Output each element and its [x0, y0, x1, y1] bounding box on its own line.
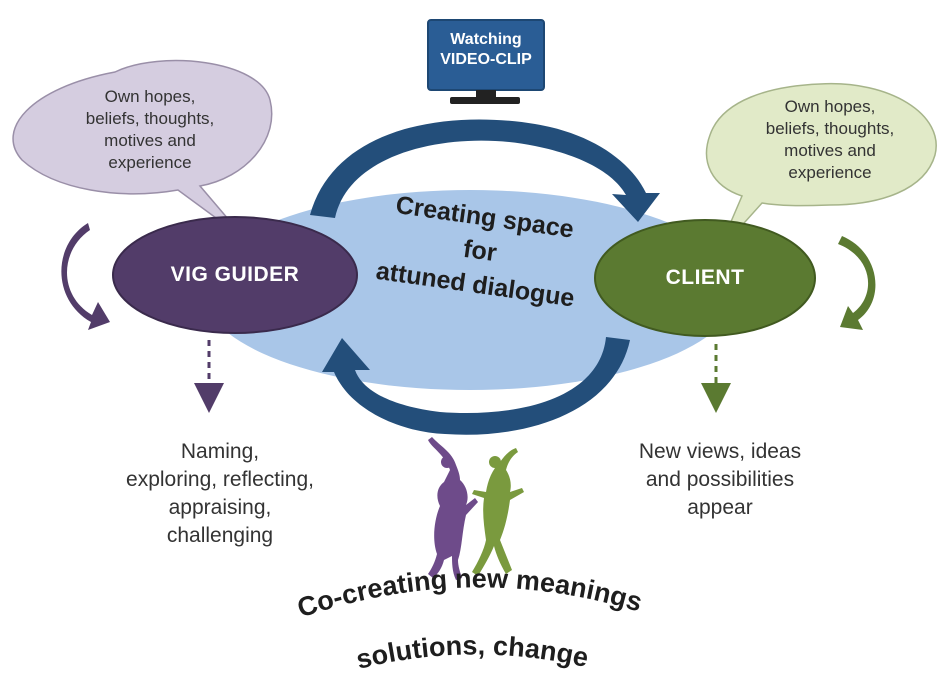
purple-dancer [428, 437, 478, 580]
client-bubble-text: Own hopes, beliefs, thoughts, motives an… [730, 96, 930, 184]
vig-guider-label: VIG GUIDER [170, 263, 300, 286]
client-outcome-text: New views, ideas and possibilities appea… [600, 438, 840, 522]
client-outcome-line: appear [687, 496, 753, 519]
client-self-reflection-arrow [838, 236, 876, 330]
guider-outcome-text: Naming, exploring, reflecting, appraisin… [90, 438, 350, 550]
guider-outcome-line: appraising, [168, 496, 272, 519]
dancing-figures-icon [428, 437, 524, 580]
client-outcome-line: New views, ideas [638, 440, 802, 463]
monitor-icon [427, 19, 545, 104]
bottom-cycle-arrow [322, 337, 630, 435]
client-thought-bubble [705, 82, 937, 253]
client-bubble-line: experience [788, 163, 872, 182]
client-bubble-line: motives and [784, 141, 876, 160]
guider-bubble-line: Own hopes, [104, 87, 196, 106]
client-bubble-line: beliefs, thoughts, [765, 119, 895, 138]
monitor-line-2: VIDEO-CLIP [440, 51, 532, 68]
client-label: CLIENT [665, 266, 745, 289]
guider-outcome-line: Naming, [180, 440, 260, 463]
footer-line-2: solutions, change [353, 630, 591, 674]
dialogue-space-ellipse [202, 190, 738, 390]
guider-bubble-line: experience [108, 153, 192, 172]
top-cycle-arrow [310, 119, 660, 222]
monitor-caption: Watching VIDEO-CLIP [428, 30, 544, 70]
monitor-line-1: Watching [450, 31, 522, 48]
footer-line-1: Co-creating new meanings [294, 563, 646, 623]
client-bubble-line: Own hopes, [784, 97, 876, 116]
guider-outcome-line: exploring, reflecting, [126, 468, 314, 491]
guider-outcome-line: challenging [166, 524, 274, 547]
guider-bubble-line: motives and [104, 131, 196, 150]
client-node [594, 219, 816, 337]
green-dancer [472, 448, 524, 576]
guider-bubble-text: Own hopes, beliefs, thoughts, motives an… [40, 86, 260, 174]
client-outcome-line: and possibilities [645, 468, 795, 491]
vig-guider-node [112, 216, 358, 334]
guider-thought-bubble [12, 59, 273, 241]
guider-bubble-line: beliefs, thoughts, [85, 109, 215, 128]
guider-self-reflection-arrow [61, 223, 110, 330]
